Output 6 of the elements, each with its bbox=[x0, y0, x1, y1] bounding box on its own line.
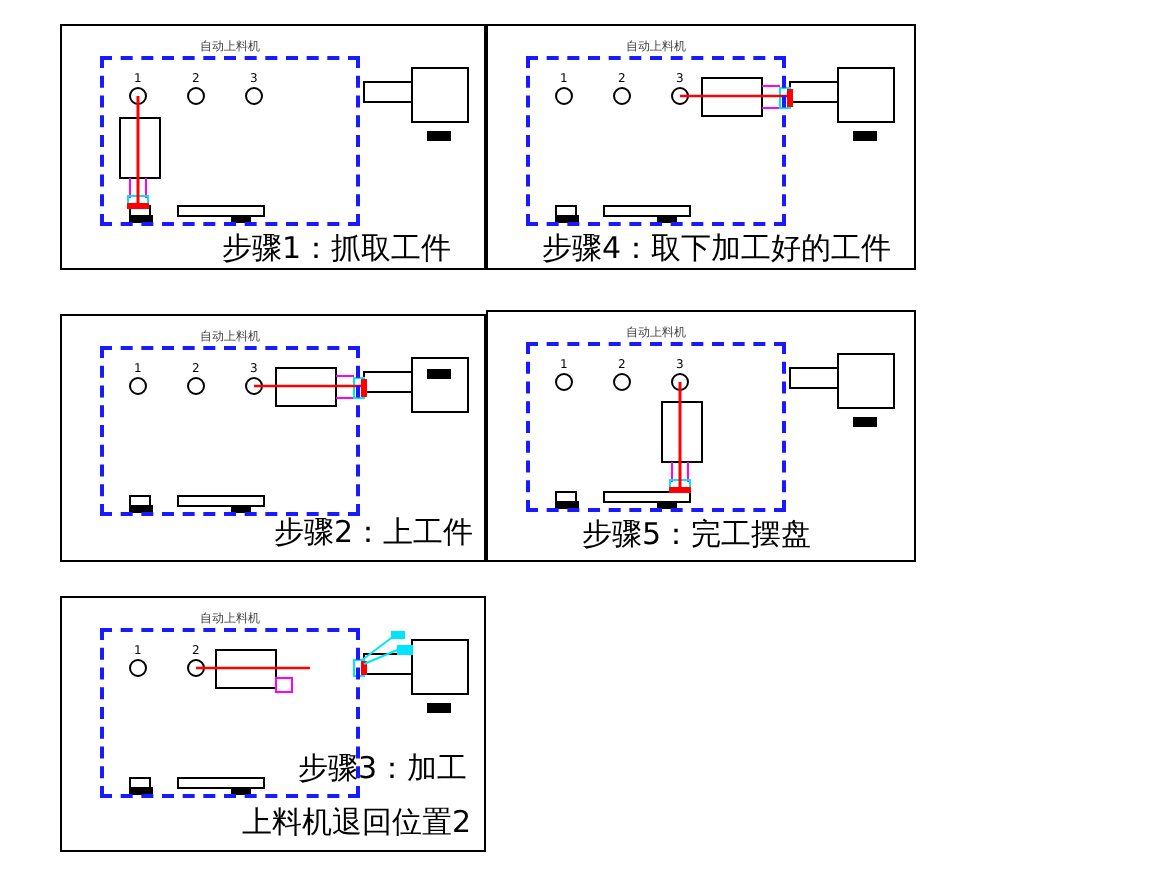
step-caption: 上料机退回位置2 bbox=[242, 806, 472, 840]
step-caption: 步骤4：取下加工好的工件 bbox=[542, 232, 892, 266]
step-caption: 步骤3：加工 bbox=[298, 752, 468, 786]
step-caption: 步骤2：上工件 bbox=[274, 516, 474, 550]
step-caption: 步骤1：抓取工件 bbox=[222, 232, 452, 266]
step-caption: 步骤5：完工摆盘 bbox=[582, 518, 812, 552]
